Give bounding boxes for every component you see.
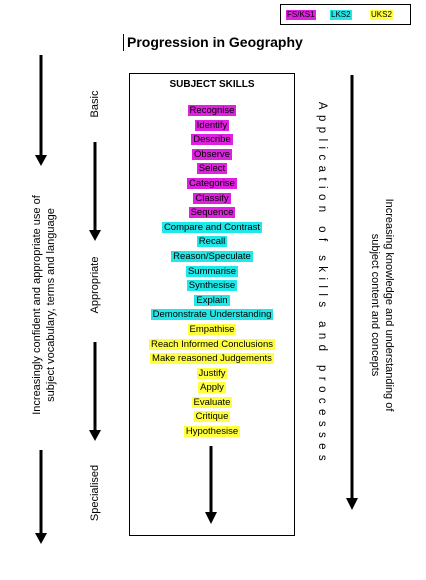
skill-label: Demonstrate Understanding	[150, 309, 274, 321]
skill-label: Recall	[196, 236, 228, 248]
skill-label: Apply	[198, 382, 226, 394]
skill-label: Reach Informed Conclusions	[149, 338, 275, 350]
skill-label: Hypothesise	[183, 426, 241, 438]
level-specialised: Specialised	[89, 464, 101, 522]
skill-label: Recognise	[187, 105, 237, 116]
level-arrow-basic	[89, 142, 101, 241]
skill-label: Critique	[193, 411, 231, 423]
skills-arrow	[205, 446, 217, 524]
knowledge-caption-line1: Increasing knowledge and understanding o…	[383, 198, 395, 412]
skill-item: Justify	[130, 365, 294, 380]
skill-item: Observe	[130, 146, 294, 161]
skill-item: Critique	[130, 408, 294, 423]
skill-label: Observe	[192, 148, 232, 160]
knowledge-caption: Increasing knowledge and understanding o…	[368, 199, 396, 412]
level-appropriate: Appropriate	[89, 256, 101, 314]
knowledge-caption-line2: subject content and concepts	[369, 233, 381, 377]
skill-label: Identify	[194, 119, 230, 131]
skills-heading: SUBJECT SKILLS	[169, 79, 255, 90]
skill-item: Recall	[130, 233, 294, 248]
skill-item: Select	[130, 160, 294, 175]
skill-item: Empathise	[130, 321, 294, 336]
skill-label: Justify	[196, 367, 228, 379]
skill-item: Describe	[130, 131, 294, 146]
vocabulary-arrow-top	[35, 55, 47, 166]
skill-label: Evaluate	[191, 396, 233, 408]
vocabulary-caption-line1: Increasingly confident and appropriate u…	[31, 195, 43, 415]
level-arrow-appropriate	[89, 342, 101, 441]
skill-item: Recognise	[130, 102, 294, 117]
skill-label: Summarise	[185, 265, 239, 277]
vocabulary-caption: Increasingly confident and appropriate u…	[30, 195, 58, 415]
skill-item: Sequence	[130, 204, 294, 219]
skill-label: Compare and Contrast	[161, 221, 263, 233]
skill-label: Select	[196, 163, 228, 175]
page-title: Progression in Geography	[123, 34, 303, 51]
key-legend: FS/KS1 LKS2 UKS2	[280, 4, 411, 25]
level-basic: Basic	[89, 90, 101, 118]
skill-item: Make reasoned Judgements	[130, 350, 294, 365]
legend-lks2: LKS2	[330, 10, 352, 20]
skill-label: Empathise	[187, 323, 237, 335]
knowledge-arrow	[346, 75, 358, 510]
application-caption: Application of skills and processes	[316, 101, 328, 467]
skill-label: Make reasoned Judgements	[150, 353, 274, 365]
skill-label: Classify	[193, 192, 231, 204]
legend-uks2: UKS2	[370, 10, 393, 20]
skill-item: Identify	[130, 117, 294, 132]
vocabulary-caption-line2: subject vocabulary, terms and language	[45, 208, 57, 402]
skill-item: Classify	[130, 190, 294, 205]
skill-item: Reach Informed Conclusions	[130, 336, 294, 351]
skill-label: Explain	[194, 294, 230, 306]
vocabulary-arrow-bottom	[35, 450, 47, 544]
skill-label: Categorise	[187, 177, 237, 189]
skill-item: Summarise	[130, 263, 294, 278]
legend-fs-ks1: FS/KS1	[286, 10, 316, 20]
skill-item: Synthesise	[130, 277, 294, 292]
skill-item: Explain	[130, 292, 294, 307]
skill-item: Evaluate	[130, 394, 294, 409]
skill-item: Demonstrate Understanding	[130, 306, 294, 321]
skill-label: Reason/Speculate	[171, 250, 253, 262]
skill-item: Compare and Contrast	[130, 219, 294, 234]
skill-item: Reason/Speculate	[130, 248, 294, 263]
skill-item: Hypothesise	[130, 423, 294, 438]
skill-label: Describe	[191, 134, 233, 146]
skill-item: Apply	[130, 379, 294, 394]
skill-label: Sequence	[188, 207, 236, 219]
skill-label: Synthesise	[186, 280, 238, 292]
skill-item: Categorise	[130, 175, 294, 190]
